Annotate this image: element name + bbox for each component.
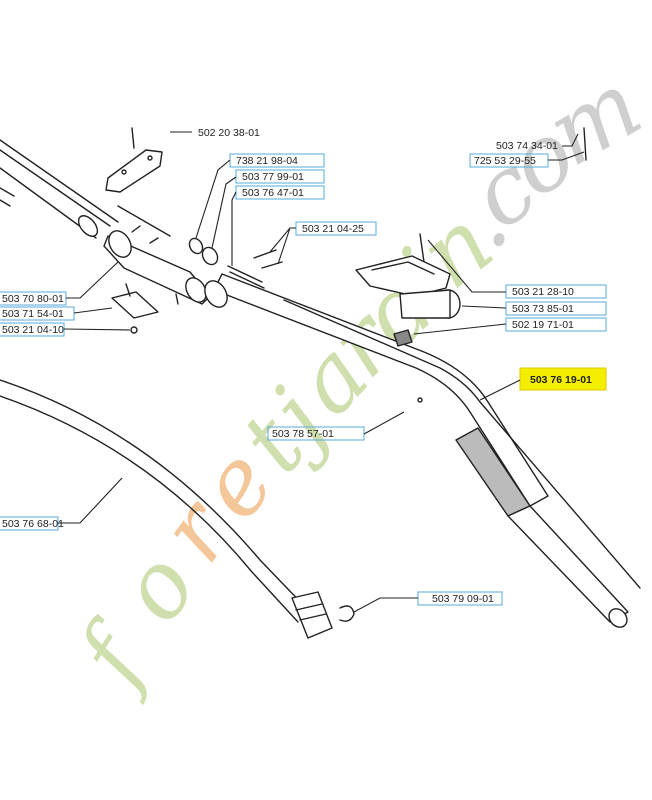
throttle-clip bbox=[105, 127, 163, 193]
pin bbox=[227, 265, 265, 289]
screw-b bbox=[261, 261, 283, 269]
label-503-21-04-25: 503 21 04-25 bbox=[302, 223, 364, 235]
lower-tube bbox=[507, 505, 629, 623]
lower-coupling-lines bbox=[295, 603, 327, 621]
label-503-76-68-01: 503 76 68-01 bbox=[2, 518, 64, 530]
drawing bbox=[0, 127, 641, 639]
label-503-71-54-01: 503 71 54-01 bbox=[2, 308, 64, 320]
flex-drive-tube-2 bbox=[0, 395, 299, 623]
top-right-mark bbox=[583, 127, 587, 161]
lower-coupling bbox=[291, 591, 333, 639]
handle-bracket bbox=[355, 255, 461, 319]
label-503-79-09-01: 503 79 09-01 bbox=[432, 593, 494, 605]
throttle-cable bbox=[283, 299, 641, 589]
label-503-70-80-01: 503 70 80-01 bbox=[2, 293, 64, 305]
highlight-box bbox=[519, 367, 607, 391]
retaining-clip bbox=[339, 605, 355, 622]
short-shaft-left bbox=[0, 187, 15, 207]
label-503-76-19-01: 503 76 19-01 bbox=[530, 374, 592, 386]
label-725-53-29-55: 725 53 29-55 bbox=[474, 155, 536, 167]
label-503-76-47-01: 503 76 47-01 bbox=[242, 187, 304, 199]
bracket-screw-top bbox=[419, 233, 425, 263]
label-503-77-99-01: 503 77 99-01 bbox=[242, 171, 304, 183]
lower-tube-end bbox=[608, 608, 628, 628]
label-503-78-57-01: 503 78 57-01 bbox=[272, 428, 334, 440]
label-503-21-28-10: 503 21 28-10 bbox=[512, 286, 574, 298]
upper-shaft-tube bbox=[0, 139, 119, 239]
label-502-19-71-01: 502 19 71-01 bbox=[512, 319, 574, 331]
nut bbox=[393, 329, 413, 347]
flex-drive-tube bbox=[0, 379, 311, 613]
labels: 502 20 38-01 738 21 98-04 503 77 99-01 5… bbox=[0, 127, 607, 613]
bushing bbox=[201, 246, 219, 266]
bracket-screw bbox=[125, 283, 131, 297]
screw-a bbox=[253, 249, 277, 259]
upper-shaft-end bbox=[77, 215, 99, 237]
clamp-coupling bbox=[103, 225, 211, 305]
label-503-74-34-01: 503 74 34-01 bbox=[496, 140, 558, 152]
label-503-21-04-10: 503 21 04-10 bbox=[2, 324, 64, 336]
bracket-plate bbox=[111, 291, 159, 319]
label-738-21-98-04: 738 21 98-04 bbox=[236, 155, 298, 167]
upper-shaft-tube-inner bbox=[0, 149, 111, 227]
drive-shaft-rod bbox=[117, 205, 171, 237]
lower-bolt bbox=[130, 326, 138, 334]
o-ring bbox=[188, 237, 204, 255]
label-502-20-38-01: 502 20 38-01 bbox=[198, 127, 260, 139]
main-tube bbox=[204, 273, 549, 507]
label-503-73-85-01: 503 73 85-01 bbox=[512, 303, 574, 315]
